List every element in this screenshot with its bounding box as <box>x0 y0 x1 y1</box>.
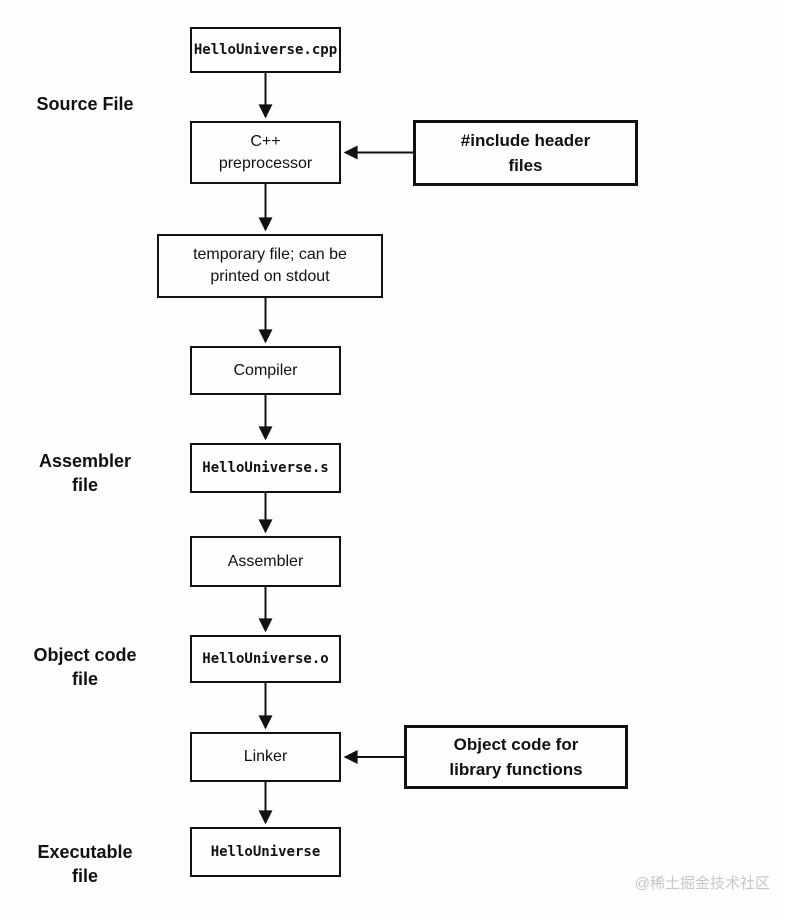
node-executable-label: HelloUniverse <box>210 844 321 860</box>
node-assembly-file: HelloUniverse.s <box>190 443 341 493</box>
node-assembly-file-label: HelloUniverse.s <box>202 460 329 476</box>
label-executable-file: Executable file <box>37 842 133 886</box>
node-include-headers: #include header files <box>413 120 638 186</box>
watermark-text: @稀土掘金技术社区 <box>634 875 770 892</box>
node-object-file: HelloUniverse.o <box>190 635 341 683</box>
node-temporary-file: temporary file; can be printed on stdout <box>157 234 383 298</box>
node-linker: Linker <box>190 732 341 782</box>
node-library-object-code-label: Object code for library functions <box>449 735 583 779</box>
node-include-headers-label: #include header files <box>460 131 591 175</box>
node-assembler-label: Assembler <box>227 552 304 570</box>
node-preprocessor: C++ preprocessor <box>190 121 341 184</box>
label-source-file: Source File <box>36 94 134 114</box>
node-compiler: Compiler <box>190 346 341 395</box>
node-library-object-code: Object code for library functions <box>404 725 628 789</box>
node-object-file-label: HelloUniverse.o <box>202 651 329 667</box>
label-assembler-file: Assembler file <box>38 451 132 495</box>
node-cpp-source-label: HelloUniverse.cpp <box>193 42 338 58</box>
node-linker-label: Linker <box>243 748 288 765</box>
node-compiler-label: Compiler <box>233 361 298 379</box>
node-preprocessor-label: C++ preprocessor <box>218 132 313 172</box>
label-object-code-file: Object code file <box>33 645 137 689</box>
node-cpp-source-file: HelloUniverse.cpp <box>190 27 341 73</box>
node-assembler: Assembler <box>190 536 341 587</box>
node-executable: HelloUniverse <box>190 827 341 877</box>
node-temporary-file-label: temporary file; can be printed on stdout <box>193 246 347 285</box>
